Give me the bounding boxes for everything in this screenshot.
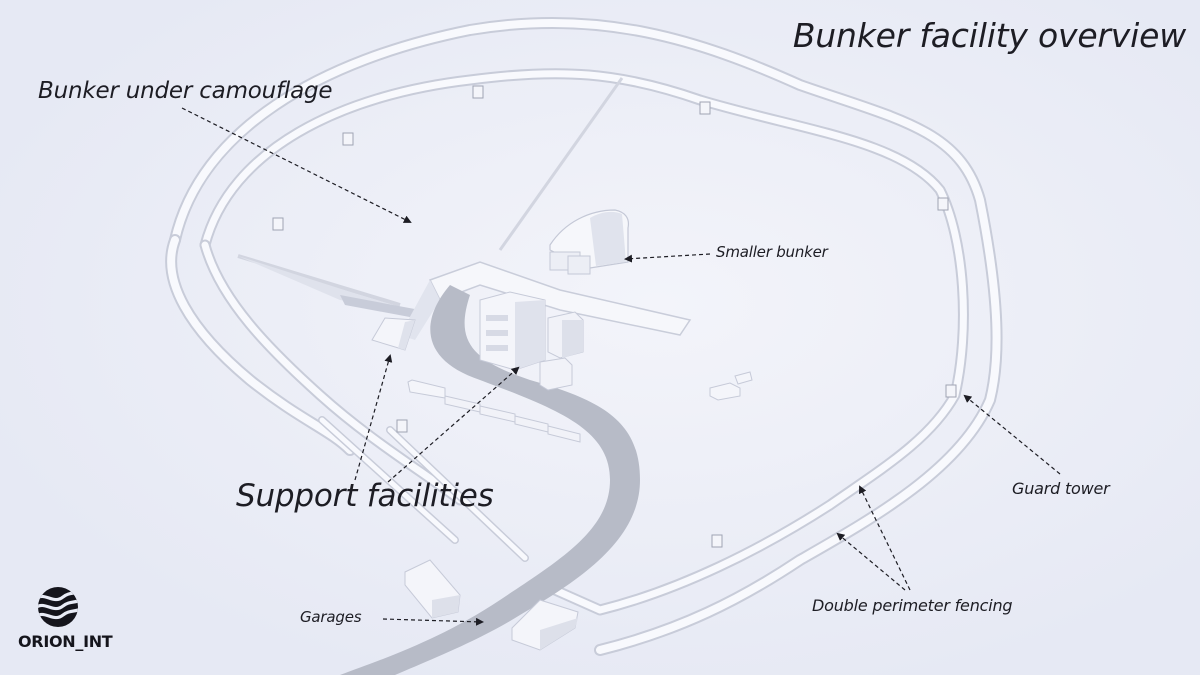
smaller-bunker xyxy=(549,209,630,275)
guard-tower-icon xyxy=(342,132,354,146)
callout-arrows xyxy=(181,107,1061,626)
guard-tower-icon xyxy=(472,85,484,99)
label-garages: Garages xyxy=(300,608,362,626)
label-support-facilities: Support facilities xyxy=(236,478,494,514)
guard-tower-icon xyxy=(396,419,408,433)
label-double-perimeter-fencing: Double perimeter fencing xyxy=(812,596,1013,615)
logo-text: ORION_INT xyxy=(18,632,113,651)
orion-waves-logo-icon xyxy=(38,587,78,627)
orion-int-logo: ORION_INT xyxy=(18,586,113,651)
garages xyxy=(404,559,579,651)
arrow-fence-2 xyxy=(836,532,906,591)
guard-tower-icon xyxy=(711,534,723,548)
support-sheds xyxy=(371,317,753,443)
access-road xyxy=(340,285,640,675)
central-building xyxy=(479,291,584,391)
label-bunker-under-camouflage: Bunker under camouflage xyxy=(38,78,333,104)
arrow-fence-1 xyxy=(859,485,911,591)
guard-towers xyxy=(272,85,957,548)
guard-tower-icon xyxy=(945,384,957,398)
outer-perimeter-fence xyxy=(165,16,1003,656)
inner-perimeter-fence xyxy=(199,68,969,616)
label-guard-tower: Guard tower xyxy=(1012,479,1110,498)
arrow-bunker xyxy=(181,107,412,223)
approach-walls xyxy=(318,416,529,562)
guard-tower-icon xyxy=(937,197,949,211)
arrow-support-1 xyxy=(354,354,393,481)
arrow-garages xyxy=(382,617,484,626)
label-smaller-bunker: Smaller bunker xyxy=(716,243,828,261)
arrow-smaller-bunker xyxy=(624,253,711,263)
interior-dividers xyxy=(237,77,624,307)
camouflaged-bunker xyxy=(238,256,420,318)
page-title: Bunker facility overview xyxy=(792,16,1186,55)
guard-tower-icon xyxy=(699,101,711,115)
arrow-support-2 xyxy=(387,366,520,483)
guard-tower-icon xyxy=(272,217,284,231)
